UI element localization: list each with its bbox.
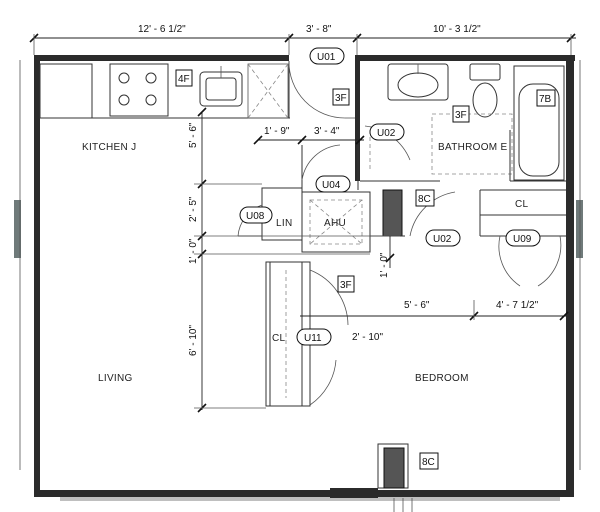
door-tag-u09: U09 bbox=[505, 229, 541, 247]
door-tag-u02-bath: U02 bbox=[369, 123, 405, 141]
tag-tub-7b: 7B bbox=[536, 89, 556, 107]
dimension-bed-5-6: 5' - 6" bbox=[404, 300, 430, 311]
entry-door bbox=[288, 60, 355, 119]
top-dimension-line bbox=[29, 33, 576, 55]
dimension-top-right: 10' - 3 1/2" bbox=[433, 24, 481, 35]
dimension-left-6-10: 6' - 10" bbox=[188, 325, 199, 356]
tag-entry-3f: 3F bbox=[332, 88, 350, 106]
svg-text:4F: 4F bbox=[178, 74, 190, 85]
exterior-walls bbox=[14, 55, 583, 512]
dimension-left-2-5: 2' - 5" bbox=[188, 196, 199, 222]
room-label-closet-hall: CL bbox=[272, 333, 286, 344]
dimension-closet-2-10: 2' - 10" bbox=[352, 332, 383, 343]
dimension-top-middle: 3' - 8" bbox=[306, 24, 332, 35]
dimension-left-1-0: 1' - 0" bbox=[188, 238, 199, 264]
dimension-inner-1-9: 1' - 9" bbox=[264, 126, 290, 137]
dimension-left-5-6: 5' - 6" bbox=[188, 122, 199, 148]
door-tag-u04: U04 bbox=[315, 175, 351, 193]
tag-bottom-8c: 8C bbox=[419, 452, 439, 470]
room-label-closet-bed: CL bbox=[515, 199, 529, 210]
left-dimension-line bbox=[194, 107, 569, 413]
tag-bath-3f: 3F bbox=[452, 105, 470, 123]
tag-kitchen-4f: 4F bbox=[175, 69, 193, 87]
bottom-equipment bbox=[377, 443, 409, 489]
dimension-top-left: 12' - 6 1/2" bbox=[138, 24, 186, 35]
room-label-kitchen: KITCHEN J bbox=[82, 142, 136, 153]
bathroom-fixtures bbox=[355, 61, 566, 182]
svg-text:3F: 3F bbox=[455, 110, 467, 121]
tag-ahu-3f: 3F bbox=[337, 275, 355, 293]
svg-text:7B: 7B bbox=[539, 94, 552, 105]
svg-text:U02: U02 bbox=[377, 128, 396, 139]
dimension-bed-4-7: 4' - 7 1/2" bbox=[496, 300, 539, 311]
svg-text:U08: U08 bbox=[246, 211, 265, 222]
svg-text:U04: U04 bbox=[322, 180, 341, 191]
svg-text:8C: 8C bbox=[418, 194, 431, 205]
tag-hall-8c: 8C bbox=[415, 189, 435, 207]
room-label-linen: LIN bbox=[276, 218, 292, 229]
dimension-inner-3-4: 3' - 4" bbox=[314, 126, 340, 137]
room-label-bathroom: BATHROOM E bbox=[438, 142, 508, 153]
dimension-hall-1-0: 1' - 0" bbox=[379, 252, 390, 278]
svg-text:U01: U01 bbox=[317, 52, 336, 63]
door-tag-u01: U01 bbox=[309, 47, 345, 65]
room-label-living: LIVING bbox=[98, 373, 133, 384]
door-tag-u02-bed: U02 bbox=[425, 229, 461, 247]
room-label-bedroom: BEDROOM bbox=[415, 373, 469, 384]
svg-text:8C: 8C bbox=[422, 457, 435, 468]
door-tag-u08: U08 bbox=[239, 206, 273, 224]
svg-text:U11: U11 bbox=[304, 333, 322, 344]
kitchen-counter bbox=[39, 63, 290, 119]
svg-text:U02: U02 bbox=[433, 234, 452, 245]
svg-text:3F: 3F bbox=[335, 93, 347, 104]
svg-text:U09: U09 bbox=[513, 234, 532, 245]
door-tag-u11: U11 bbox=[296, 328, 332, 346]
svg-text:3F: 3F bbox=[340, 280, 352, 291]
room-label-ahu: AHU bbox=[324, 218, 346, 229]
